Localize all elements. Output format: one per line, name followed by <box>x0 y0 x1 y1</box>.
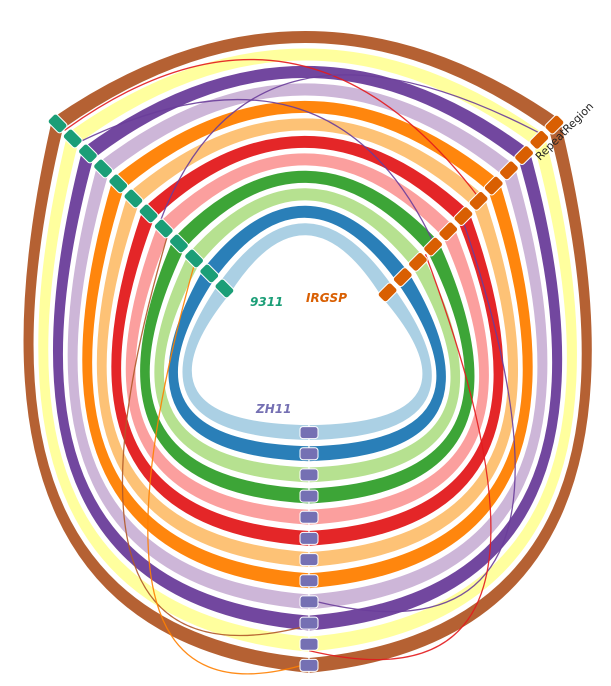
chromosome-zh11-10 <box>299 616 319 630</box>
chromosome-blocks <box>47 113 565 672</box>
cross-link-2 <box>77 98 436 246</box>
ribbon-irgsp-zh11-3 <box>308 255 462 484</box>
chromosome-irgsp-11 <box>529 130 550 150</box>
chromosome-9311-9 <box>93 158 113 179</box>
chromosome-irgsp-2 <box>392 267 413 287</box>
ribbon-9311-irgsp-12 <box>50 29 562 132</box>
chromosome-zh11-5 <box>299 510 319 524</box>
ribbon-irgsp-zh11-8 <box>308 178 534 590</box>
chromosome-irgsp-5 <box>438 221 459 242</box>
chromosome-irgsp-10 <box>514 145 534 165</box>
chromosome-zh11-11 <box>299 637 319 651</box>
chromosome-9311-5 <box>153 218 174 239</box>
chromosome-9311-12 <box>47 113 68 134</box>
chromosome-9311-10 <box>78 143 98 164</box>
cross-link-4 <box>121 232 310 637</box>
chromosome-9311-1 <box>214 278 235 299</box>
chromosome-irgsp-1 <box>377 282 398 303</box>
chromosome-9311-8 <box>108 173 129 194</box>
chromosome-zh11-7 <box>299 553 319 567</box>
ribbon-irgsp-zh11-9 <box>308 163 549 611</box>
cross-link-1 <box>64 58 481 200</box>
chromosome-zh11-6 <box>299 531 319 545</box>
genome-label-9311: 9311 <box>250 295 283 309</box>
chromosome-9311-4 <box>169 233 189 254</box>
chromosome-zh11-2 <box>299 447 319 461</box>
ribbon-irgsp-zh11-10 <box>308 148 564 632</box>
chromosome-9311-11 <box>62 128 83 149</box>
chromosome-irgsp-4 <box>423 236 443 257</box>
cross-links <box>64 58 545 675</box>
ribbon-irgsp-zh11-1 <box>308 285 433 442</box>
cross-link-6 <box>147 259 310 675</box>
chromosome-9311-7 <box>123 188 144 209</box>
chromosome-irgsp-7 <box>468 191 489 211</box>
cross-link-3 <box>158 74 545 225</box>
chromosome-9311-6 <box>138 203 159 224</box>
chromosome-irgsp-8 <box>483 175 504 196</box>
ribbon-irgsp-zh11-12 <box>308 117 593 675</box>
chromosome-zh11-8 <box>299 574 319 588</box>
ribbon-irgsp-zh11-7 <box>308 193 520 569</box>
chromosome-zh11-12 <box>299 658 319 672</box>
chromosome-zh11-9 <box>299 595 319 609</box>
chromosome-zh11-1 <box>299 426 319 440</box>
chromosome-irgsp-12 <box>544 114 565 135</box>
cross-link-5 <box>308 217 516 613</box>
chromosome-9311-2 <box>199 263 220 284</box>
ribbon-irgsp-zh11-11 <box>308 132 579 653</box>
chromosome-zh11-3 <box>299 468 319 482</box>
genome-label-zh11: ZH11 <box>255 402 291 416</box>
chromosome-irgsp-9 <box>499 160 519 181</box>
ribbon-irgsp-zh11-4 <box>308 239 476 505</box>
cross-link-7 <box>308 254 492 661</box>
chromosome-irgsp-3 <box>408 252 428 272</box>
chromosome-irgsp-6 <box>453 206 474 226</box>
chromosome-zh11-4 <box>299 489 319 503</box>
chromosome-9311-3 <box>184 248 204 269</box>
ribbon-irgsp-zh11-2 <box>308 270 447 463</box>
ribbon-9311-zh11-1 <box>181 281 310 442</box>
ribbon-irgsp-zh11-5 <box>308 224 491 526</box>
genome-label-irgsp: IRGSP <box>306 291 347 305</box>
